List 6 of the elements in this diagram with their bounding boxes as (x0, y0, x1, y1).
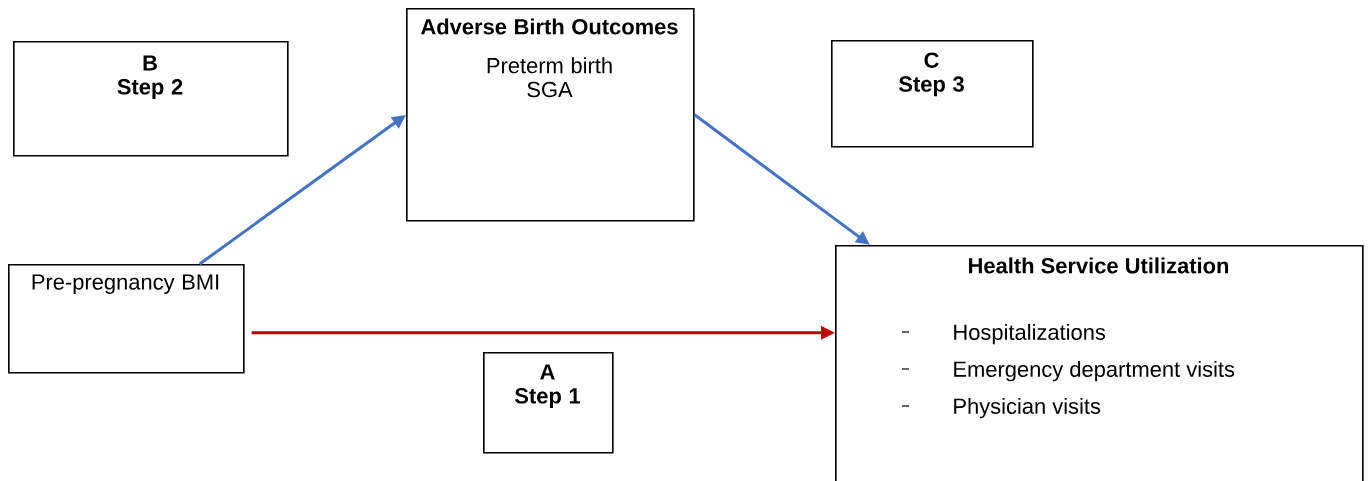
step-box: B Step 2 (13, 41, 289, 157)
step-box: C Step 3 (831, 40, 1034, 148)
outcome-box: Health Service Utilization Hospitalizations Emergency department visits Physician visits (835, 245, 1364, 481)
mediator-box: Adverse Birth Outcomes Preterm birth SGA (406, 8, 695, 222)
exposure-box: Pre-pregnancy BMI (8, 264, 245, 374)
step-box: A Step 1 (483, 352, 614, 454)
